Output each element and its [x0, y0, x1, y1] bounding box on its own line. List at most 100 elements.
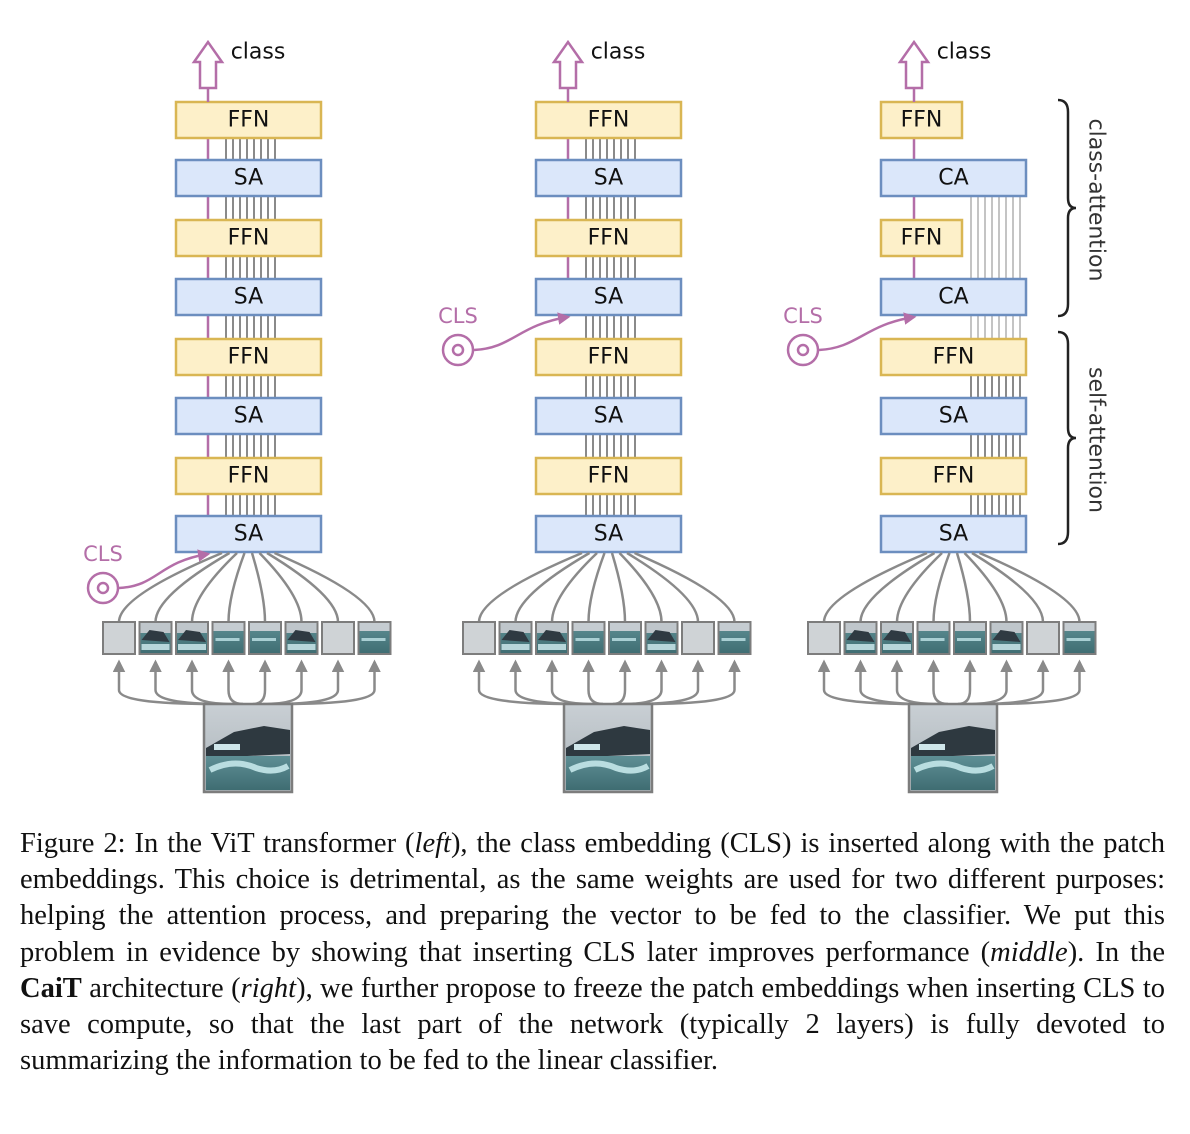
caption-cait: CaiT — [20, 972, 82, 1004]
ffn-block-label: FFN — [228, 226, 270, 251]
ca-block-label: CA — [938, 285, 968, 310]
caption-middle: middle — [990, 936, 1068, 968]
patch-split-arrow — [957, 659, 977, 706]
figure-label: Figure 2: — [20, 828, 126, 859]
patch-fan-line — [550, 552, 598, 623]
ca-block-label: CA — [938, 166, 968, 191]
ffn-block — [879, 218, 964, 258]
cls-insert-arrow — [818, 312, 917, 352]
caption-text-5: ), we further propose to freeze the patc… — [20, 972, 1165, 1077]
image-patch — [535, 621, 569, 655]
self-attention-brace — [1057, 330, 1077, 546]
cls-token-center — [96, 581, 110, 595]
class-output-arrow-icon — [191, 39, 225, 90]
patch-split-arrow — [622, 659, 668, 706]
sa-block — [534, 158, 683, 198]
patch-fan-line — [955, 552, 972, 623]
sa-block-label: SA — [234, 522, 263, 547]
patch-split-arrow — [582, 659, 604, 706]
sa-block-label: SA — [594, 285, 623, 310]
patch-fan-line — [477, 551, 583, 623]
ffn-block-label: FFN — [933, 345, 975, 370]
sa-block-label: SA — [234, 166, 263, 191]
patch-fan-line — [274, 551, 376, 623]
architecture-column-1 — [86, 39, 392, 794]
cls-insert-arrow — [118, 549, 211, 590]
caption-text-2: ), the class embedding (CLS) is inserted… — [20, 828, 1166, 968]
patch-split-arrow — [509, 659, 584, 706]
architecture-column-2 — [441, 39, 752, 794]
patch-fan-line — [895, 552, 943, 623]
patch-fan-line — [859, 551, 936, 623]
ffn-block — [174, 100, 323, 140]
ffn-block — [174, 337, 323, 377]
input-image — [562, 702, 654, 794]
architecture-column-3 — [786, 39, 1097, 794]
patch-fan-line — [963, 552, 1008, 623]
image-patch — [1062, 621, 1097, 655]
ffn-block — [879, 337, 1028, 377]
ffn-block-label: FFN — [228, 464, 270, 489]
patch-fan-line — [258, 552, 303, 623]
sa-block — [879, 514, 1028, 554]
patch-fan-line — [971, 551, 1045, 623]
patch-fan-line — [932, 552, 951, 623]
patch-fan-line — [626, 551, 700, 623]
patch-fan-line — [979, 551, 1081, 623]
patch-fan-line — [266, 551, 340, 623]
ffn-block — [174, 218, 323, 258]
image-patch — [498, 621, 533, 655]
sa-block-label: SA — [939, 522, 968, 547]
patch-split-arrow — [977, 659, 1050, 706]
patch-split-arrow — [252, 659, 272, 706]
cls-token-center — [796, 343, 810, 357]
patch-split-arrow — [185, 659, 234, 706]
patch-split-arrow — [112, 659, 215, 706]
patch-fan-line — [618, 552, 663, 623]
patch-fan-line — [514, 551, 591, 623]
ffn-block — [174, 456, 323, 496]
ffn-block — [534, 337, 683, 377]
patch-split-arrow — [472, 659, 575, 706]
caption-text-4: architecture ( — [81, 972, 241, 1004]
sa-block — [174, 396, 323, 436]
patch-split-arrow — [262, 659, 308, 706]
sa-block — [534, 514, 683, 554]
sa-block-label: SA — [234, 285, 263, 310]
sa-block — [174, 158, 323, 198]
ffn-block-label: FFN — [228, 345, 270, 370]
cls-token-label: CLS — [83, 542, 123, 566]
sa-block — [174, 277, 323, 317]
architecture-diagram: FFNSAFFNSAFFNSAFFNSAclassCLSFFNSAFFNSAFF… — [83, 39, 1109, 794]
image-patch — [953, 621, 987, 655]
patch-fan-line — [634, 551, 736, 623]
image-patch — [916, 621, 951, 655]
figure-caption: Figure 2: In the ViT transformer (left),… — [20, 826, 1165, 1079]
image-patch — [138, 621, 173, 655]
image-patch — [248, 621, 282, 655]
patch-split-arrow — [222, 659, 244, 706]
patch-split-arrow — [967, 659, 1013, 706]
patch-split-arrow — [927, 659, 949, 706]
image-patch — [357, 621, 392, 655]
class-output-arrow-icon — [897, 39, 931, 90]
ca-block — [879, 158, 1028, 198]
patch-split-arrow — [632, 659, 705, 706]
cls-token-label: CLS — [783, 304, 823, 328]
ffn-block-label: FFN — [588, 226, 630, 251]
image-patch — [989, 621, 1024, 655]
ffn-block-label: FFN — [901, 226, 943, 251]
patch-fan-line — [190, 552, 238, 623]
patch-fan-line — [117, 551, 223, 623]
patch-fan-line — [250, 552, 267, 623]
class-output-arrow-icon — [551, 39, 585, 90]
ffn-block — [534, 100, 683, 140]
image-patch — [102, 621, 136, 655]
caption-left: left — [414, 828, 451, 859]
patch-split-arrow — [817, 659, 920, 706]
self-attention-label: self-attention — [1084, 367, 1109, 513]
patch-fan-line — [610, 552, 627, 623]
cls-token-center — [451, 343, 465, 357]
patch-split-arrow — [272, 659, 345, 706]
image-patch — [608, 621, 642, 655]
